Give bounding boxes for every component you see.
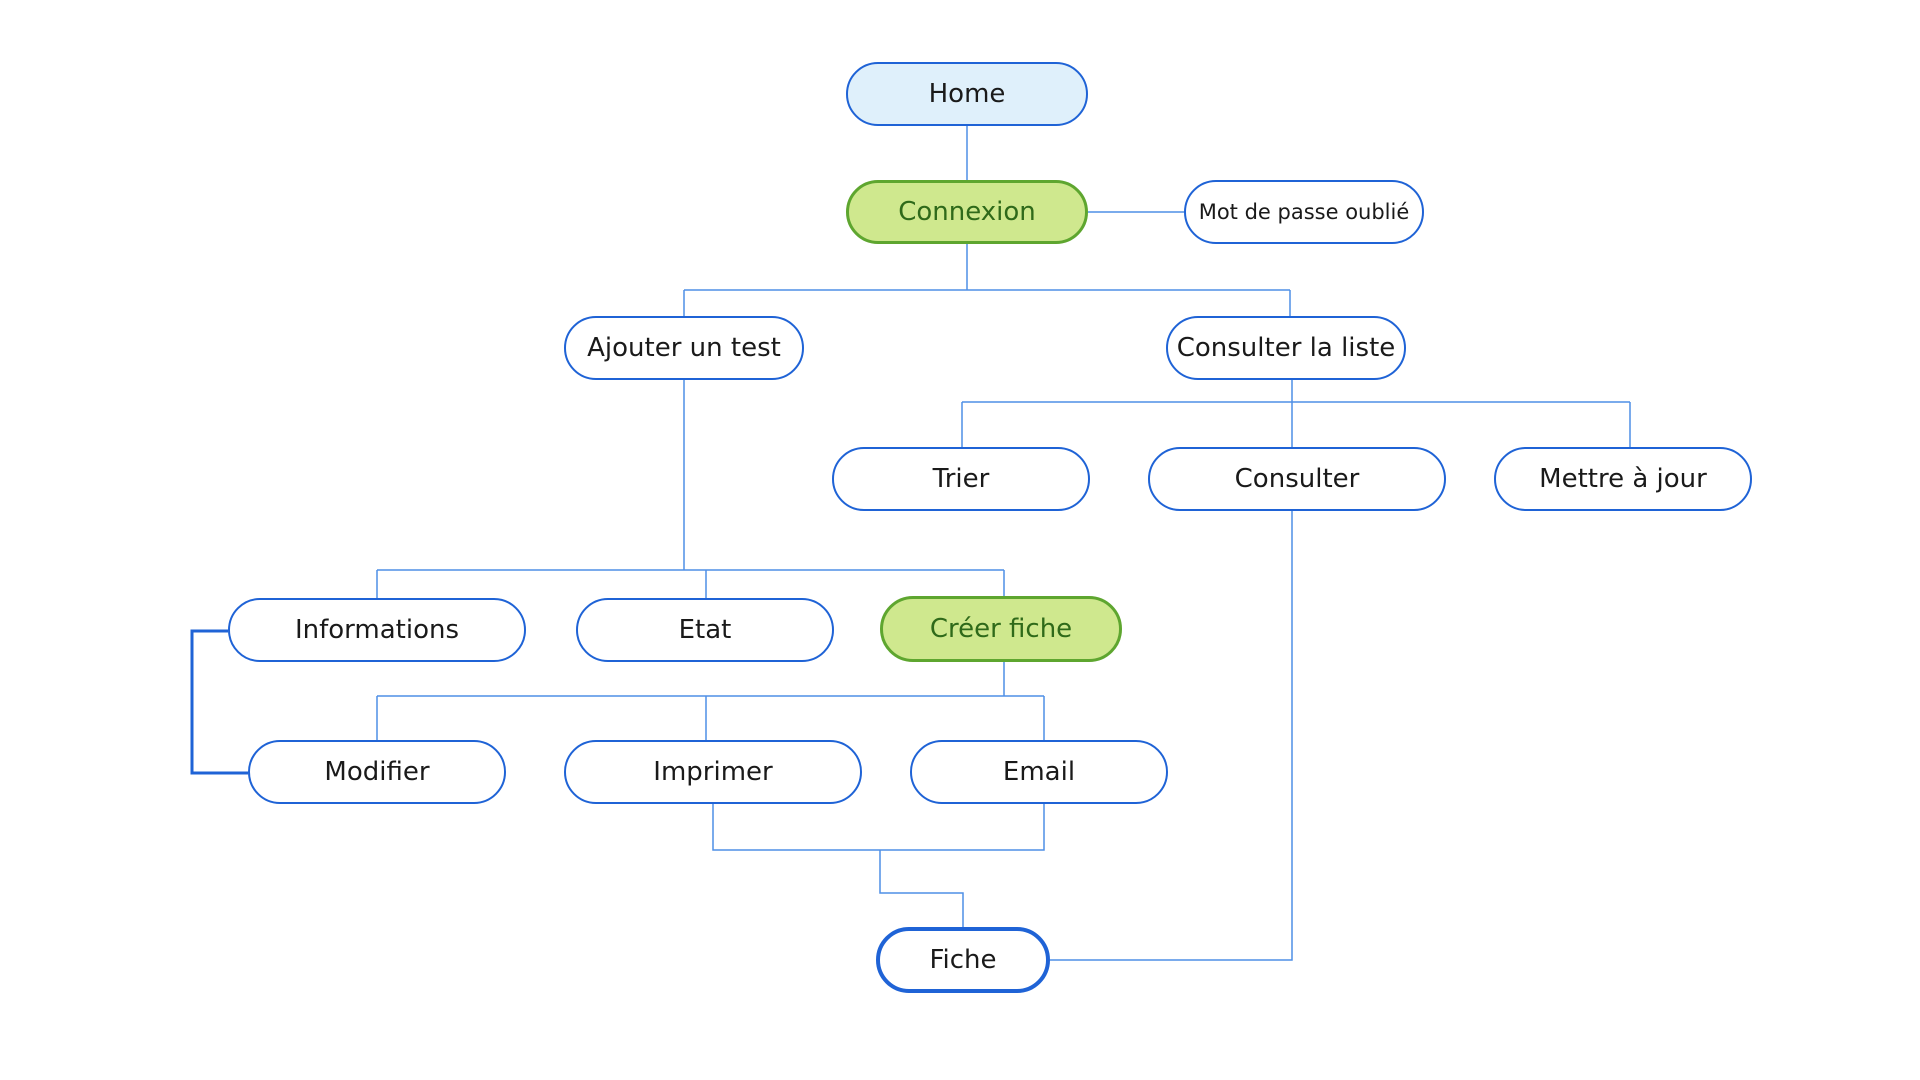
node-home[interactable]: Home <box>846 62 1088 126</box>
node-mettre-a-jour[interactable]: Mettre à jour <box>1494 447 1752 511</box>
node-trier[interactable]: Trier <box>832 447 1090 511</box>
node-ajouter-un-test[interactable]: Ajouter un test <box>564 316 804 380</box>
node-modifier[interactable]: Modifier <box>248 740 506 804</box>
edge-consulter-fiche <box>1050 511 1293 961</box>
node-creer-fiche[interactable]: Créer fiche <box>880 596 1122 662</box>
node-fiche[interactable]: Fiche <box>876 927 1050 993</box>
node-consulter[interactable]: Consulter <box>1148 447 1446 511</box>
node-email[interactable]: Email <box>910 740 1168 804</box>
edge-creer-branches <box>376 662 1045 740</box>
edge-outputs-to-fiche <box>712 804 1045 927</box>
node-mot-de-passe-oublie[interactable]: Mot de passe oublié <box>1184 180 1424 244</box>
node-connexion[interactable]: Connexion <box>846 180 1088 244</box>
edge-informations-modifier <box>190 629 248 775</box>
edge-liste-branches <box>961 380 1631 447</box>
edge-ajouter-branches <box>376 380 1005 598</box>
node-consulter-la-liste[interactable]: Consulter la liste <box>1166 316 1406 380</box>
node-etat[interactable]: Etat <box>576 598 834 662</box>
node-imprimer[interactable]: Imprimer <box>564 740 862 804</box>
edge-connexion-branches <box>683 244 1291 316</box>
node-informations[interactable]: Informations <box>228 598 526 662</box>
